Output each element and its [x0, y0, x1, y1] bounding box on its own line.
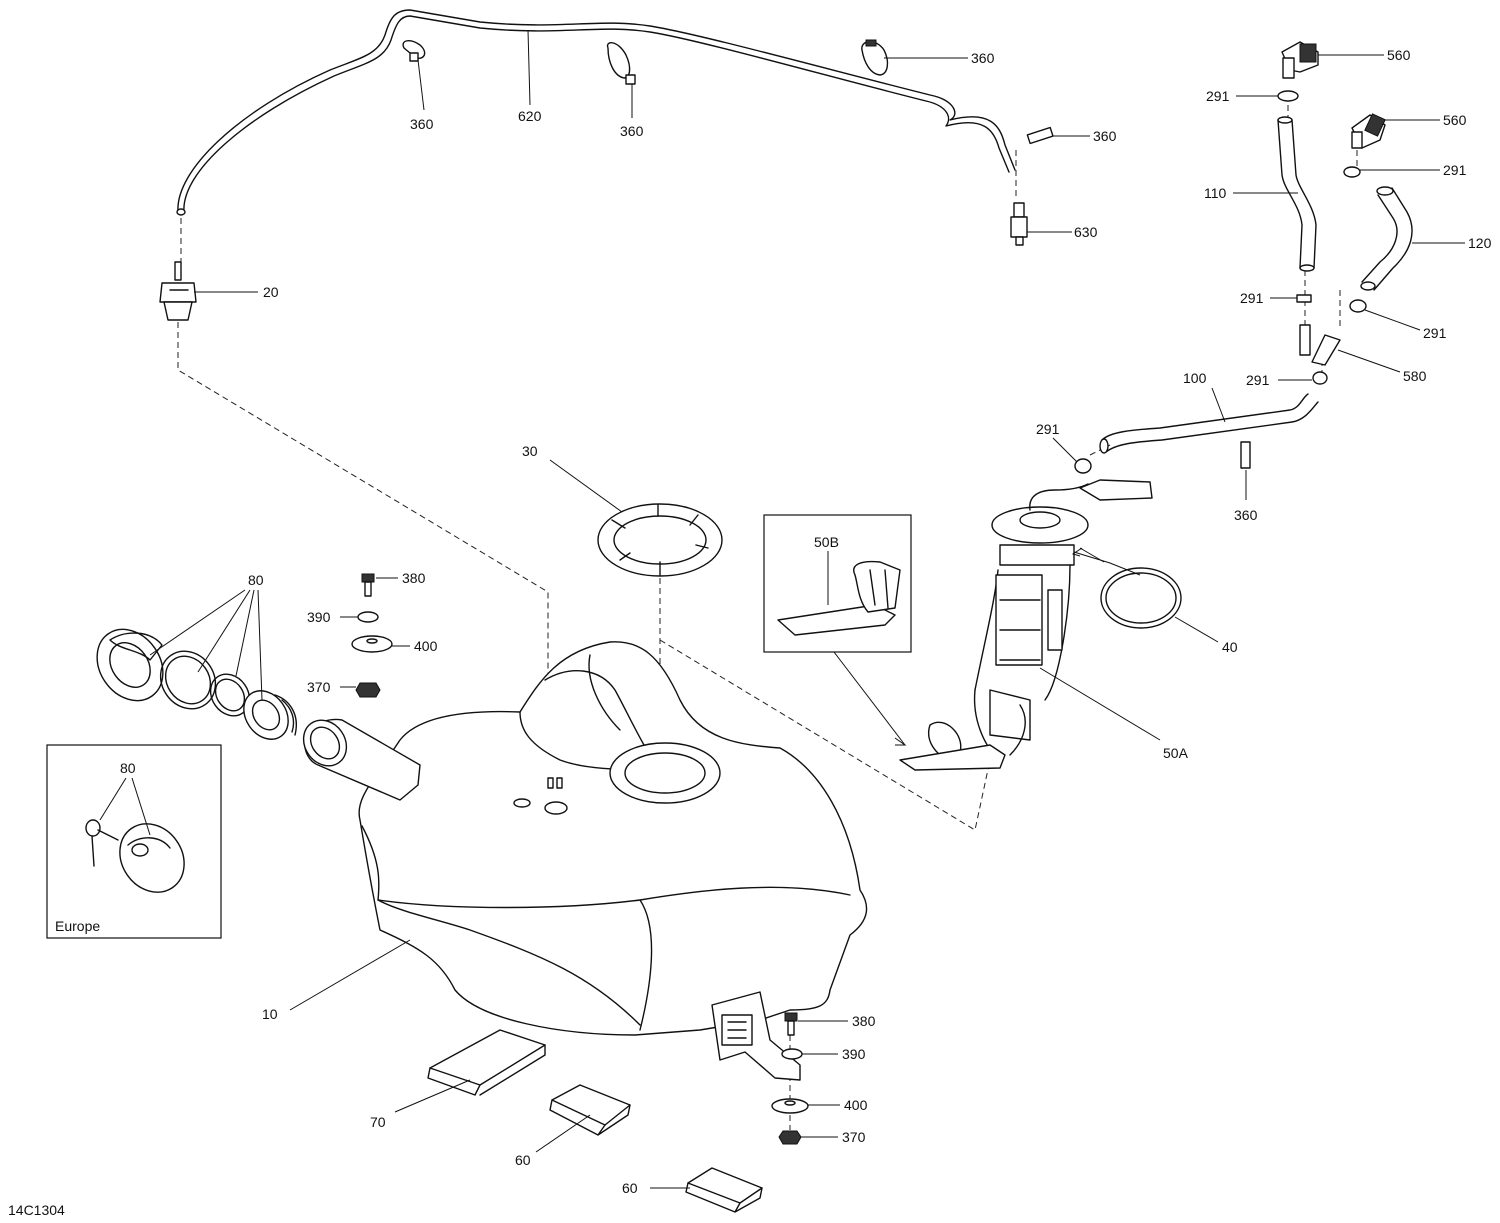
callout-10: 10 — [262, 1006, 278, 1022]
callout-110: 110 — [1204, 185, 1227, 201]
cap-gasket-80-a — [159, 650, 217, 710]
callout-120: 120 — [1468, 235, 1492, 251]
hose-clamp-291-mid-right — [1349, 299, 1367, 313]
locking-ring-30 — [597, 503, 723, 577]
fuel-tank-10 — [358, 641, 868, 1081]
callout-390: 390 — [307, 609, 331, 625]
grommet-400-left — [351, 635, 393, 653]
fuel-pump-50a — [899, 479, 1153, 771]
callout-291: 291 — [1206, 88, 1230, 104]
vent-hose-620 — [176, 9, 1016, 216]
callout-291: 291 — [1443, 162, 1467, 178]
callout-620: 620 — [518, 108, 542, 124]
diagram-id: 14C1304 — [8, 1202, 65, 1218]
fuel-hose-120 — [1360, 186, 1413, 291]
inset-box-50b — [763, 514, 912, 653]
callout-390: 390 — [842, 1046, 866, 1062]
callout-630: 630 — [1074, 224, 1098, 240]
tank-pad-60-b — [685, 1167, 763, 1213]
tank-pad-60-a — [549, 1084, 631, 1136]
washer-390-right — [781, 1048, 803, 1060]
grommet-400-right — [771, 1098, 809, 1114]
filler-neck — [302, 718, 421, 801]
clamp-360-b — [606, 42, 636, 85]
callout-370: 370 — [842, 1129, 866, 1145]
connector-560-a — [1281, 41, 1319, 79]
inset-box-europe — [46, 744, 222, 939]
callout-20: 20 — [263, 284, 279, 300]
cap-gasket-80-b — [209, 673, 251, 717]
callout-291: 291 — [1246, 372, 1270, 388]
hose-clamp-291-pump — [1074, 458, 1092, 474]
europe-label: Europe — [55, 918, 100, 934]
callout-360: 360 — [620, 123, 644, 139]
pump-strainer-50b — [777, 560, 901, 636]
callout-560: 560 — [1443, 112, 1467, 128]
hose-clamp-291-top — [1277, 90, 1299, 102]
clip-360-e — [1240, 441, 1251, 469]
callout-291: 291 — [1423, 325, 1447, 341]
callout-400: 400 — [414, 638, 438, 654]
hose-clamp-291-right — [1343, 166, 1361, 178]
callout-40: 40 — [1222, 639, 1238, 655]
t-fitting-580 — [1299, 324, 1341, 366]
callout-291: 291 — [1036, 421, 1060, 437]
callout-50b: 50B — [814, 534, 839, 550]
callout-360: 360 — [971, 50, 995, 66]
fuel-hose-100 — [1099, 393, 1319, 454]
washer-390-left — [357, 611, 379, 623]
callout-80: 80 — [248, 572, 264, 588]
bolt-380-left — [361, 573, 375, 597]
clamp-360-a — [402, 40, 426, 62]
gasket-ring-40 — [1100, 567, 1182, 629]
key-icon — [85, 819, 119, 867]
callout-380: 380 — [852, 1013, 876, 1029]
hose-clamp-291-low — [1312, 371, 1328, 385]
callout-360: 360 — [410, 116, 434, 132]
callout-30: 30 — [522, 443, 538, 459]
leader-lines — [99, 29, 1465, 1189]
callout-400: 400 — [844, 1097, 868, 1113]
callout-580: 580 — [1403, 368, 1427, 384]
filler-adapter-80 — [243, 690, 297, 740]
bolt-380-right — [784, 1012, 798, 1036]
clamp-360-c — [861, 39, 889, 76]
fuel-cap-80 — [96, 628, 164, 702]
hose-clamp-291-mid — [1296, 294, 1312, 303]
callout-360: 360 — [1093, 128, 1117, 144]
locking-cap-europe-80 — [119, 823, 185, 893]
tank-pad-70 — [427, 1029, 546, 1096]
callout-60: 60 — [622, 1180, 638, 1196]
callout-370: 370 — [307, 679, 331, 695]
nut-370-right — [778, 1130, 802, 1145]
callout-60: 60 — [515, 1152, 531, 1168]
callout-380: 380 — [402, 570, 426, 586]
callout-50a: 50A — [1163, 745, 1189, 761]
callout-labels: 360 620 360 360 360 630 20 560 291 560 2… — [8, 47, 1492, 1218]
callout-560: 560 — [1387, 47, 1411, 63]
nut-370-left — [355, 682, 381, 698]
connector-560-b — [1351, 113, 1386, 149]
clip-360-d — [1026, 126, 1054, 145]
callout-100: 100 — [1183, 370, 1207, 386]
fuel-hose-110 — [1277, 116, 1317, 272]
callout-70: 70 — [370, 1114, 386, 1130]
callout-360: 360 — [1234, 507, 1258, 523]
callout-291: 291 — [1240, 290, 1264, 306]
callout-80: 80 — [120, 760, 136, 776]
check-valve-20 — [159, 261, 197, 321]
rollover-valve-630 — [1010, 202, 1028, 246]
